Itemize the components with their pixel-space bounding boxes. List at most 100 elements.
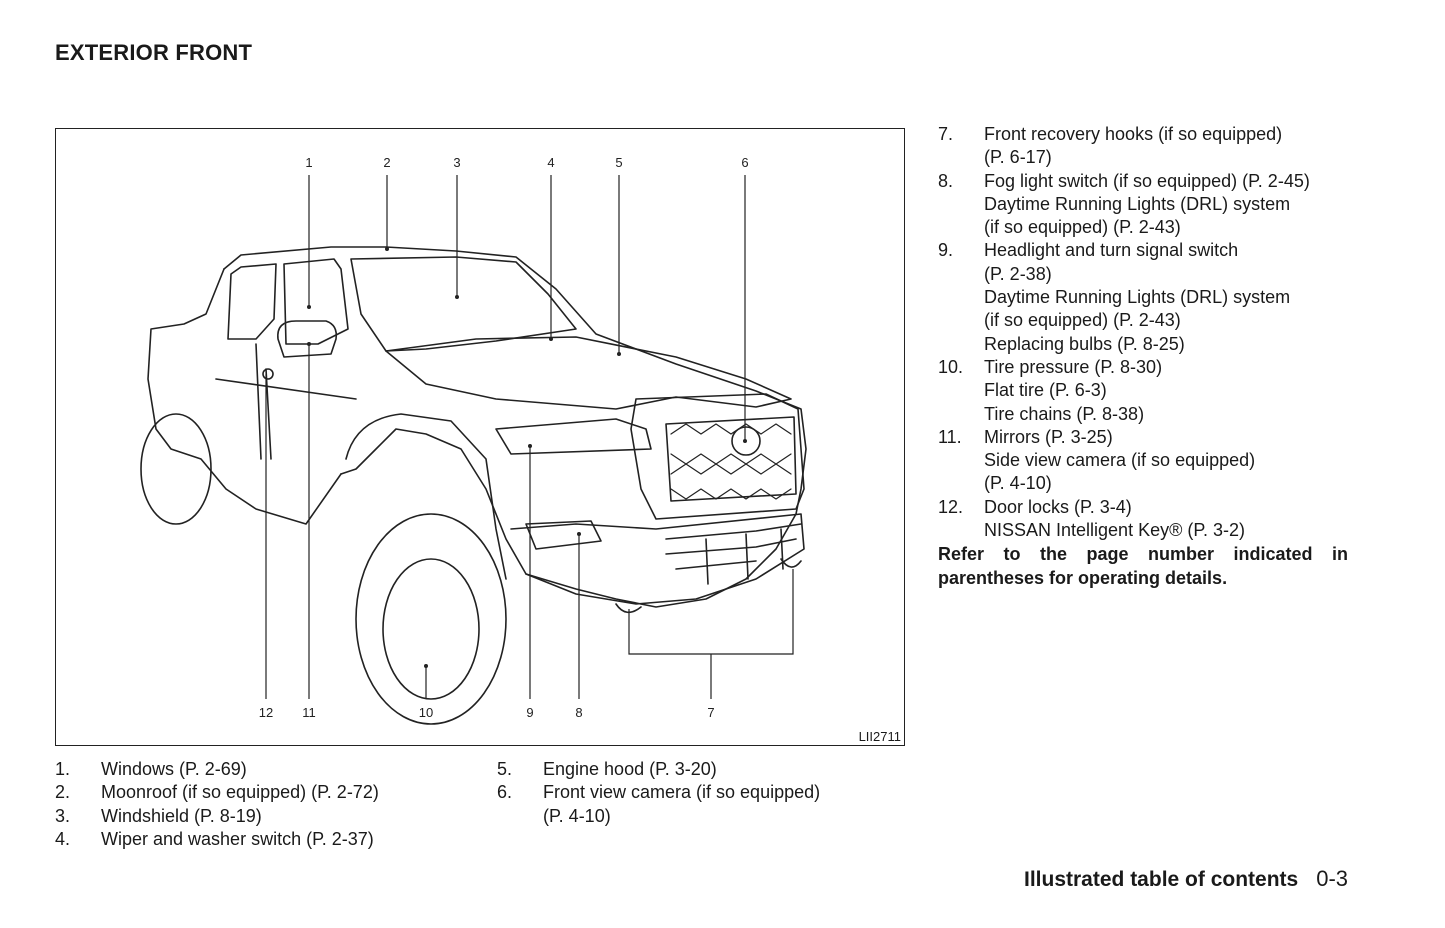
legend-column-middle: 5. Engine hood (P. 3-20) 6. Front view came…: [497, 758, 820, 828]
callout-7: 7: [707, 705, 714, 720]
lower-grille: [665, 523, 802, 585]
legend-item-number: [938, 146, 984, 169]
legend-item-number: 10.: [938, 356, 964, 377]
legend-item-text: Windshield (P. 8-19): [101, 805, 262, 826]
page-title: EXTERIOR FRONT: [55, 40, 253, 65]
grille-frame: [630, 393, 805, 520]
legend-item-number: 4.: [55, 828, 71, 849]
legend-item-text: Side view camera (if so equipped): [984, 450, 1256, 471]
callout-10: 10: [419, 705, 433, 720]
fog-light: [525, 520, 602, 550]
legend-item-text: (P. 4-10): [984, 473, 1052, 494]
legend-item-line: 7. Front recovery hooks (if so equipped): [938, 123, 1348, 146]
legend-item-line: (P. 2-38): [938, 263, 1348, 286]
legend-item-text: Moonroof (if so equipped) (P. 2-72): [101, 782, 379, 803]
operating-note: Refer to the page number indicated in pa…: [938, 544, 1348, 588]
callout-8: 8: [575, 705, 582, 720]
figure-id: LII2711: [858, 729, 901, 744]
legend-item-line: 6. Front view camera (if so equipped): [497, 781, 820, 804]
legend-item-number: [938, 216, 984, 239]
legend-item-text: Fog light switch (if so equipped) (P. 2-…: [984, 170, 1310, 191]
legend-item-line: 10. Tire pressure (P. 8-30): [938, 356, 1348, 379]
legend-item-number: 8.: [938, 170, 954, 191]
front-window: [283, 258, 349, 345]
legend-item-text: Tire pressure (P. 8-30): [984, 356, 1163, 377]
legend-item-line: 9. Headlight and turn signal switch: [938, 239, 1348, 262]
legend-item-number: 1.: [55, 759, 71, 779]
callout-9: 9: [526, 705, 533, 720]
legend-item-text: (P. 6-17): [984, 147, 1052, 168]
legend-item-line: (if so equipped) (P. 2-43): [938, 216, 1348, 239]
legend-item-text: Front recovery hooks (if so equipped): [984, 124, 1283, 144]
cab-outline: [223, 246, 807, 608]
rear-tire: [140, 413, 212, 525]
windshield-outline: [350, 256, 577, 352]
legend-item-number: [938, 403, 984, 426]
legend-column-left: 1. Windows (P. 2-69) 2. Moonroof (if so equ…: [55, 758, 379, 851]
legend-item-line: Side view camera (if so equipped): [938, 449, 1348, 472]
callout-2: 2: [383, 155, 390, 170]
legend-item-number: [938, 263, 984, 286]
legend-item-line: Replacing bulbs (P. 8-25): [938, 333, 1348, 356]
legend-item-text: Front view camera (if so equipped): [543, 782, 821, 803]
legend-item-text: (if so equipped) (P. 2-43): [984, 217, 1181, 238]
legend-item-number: [938, 309, 984, 332]
legend-item-number: 6.: [497, 782, 513, 803]
legend-item-text: Flat tire (P. 6-3): [984, 380, 1107, 401]
legend-item-number: [938, 519, 984, 542]
front-camera-emblem: [731, 426, 761, 456]
legend-item-number: [938, 333, 984, 356]
legend-item-line: 8. Fog light switch (if so equipped) (P. …: [938, 170, 1348, 193]
legend-item-text: Door locks (P. 3-4): [984, 496, 1132, 517]
headlight: [495, 418, 652, 455]
legend-item-text: Engine hood (P. 3-20): [543, 759, 717, 779]
door-lines: [215, 343, 357, 460]
page-number: 0-3: [1316, 866, 1348, 891]
callout-4: 4: [547, 155, 554, 170]
legend-item-text: Daytime Running Lights (DRL) system: [984, 193, 1291, 214]
legend-item-text: Wiper and washer switch (P. 2-37): [101, 828, 374, 849]
legend-item-line: 11.Mirrors (P. 3-25): [938, 426, 1348, 449]
callout-3: 3: [453, 155, 460, 170]
legend-item-text: Replacing bulbs (P. 8-25): [984, 333, 1185, 354]
legend-item-line: 4. Wiper and washer switch (P. 2-37): [55, 828, 379, 851]
legend-item-text: (P. 4-10): [543, 805, 611, 826]
callout-1: 1: [305, 155, 312, 170]
legend-item-text: Mirrors (P. 3-25): [984, 426, 1113, 447]
legend-column-right: 7. Front recovery hooks (if so equipped) (…: [938, 123, 1348, 542]
wheel-arch: [345, 413, 507, 580]
legend-item-number: 3.: [55, 805, 71, 826]
grille-pattern: [670, 423, 792, 500]
legend-item-line: Daytime Running Lights (DRL) system: [938, 286, 1348, 309]
page-footer: Illustrated table of contents 0-3: [1024, 866, 1348, 892]
legend-item-number: 7.: [938, 124, 954, 144]
recovery-hooks: [615, 558, 802, 614]
legend-item-number: 5.: [497, 759, 513, 779]
bumper: [510, 513, 805, 605]
legend-item-number: 12.: [938, 496, 964, 517]
legend-item-line: 2. Moonroof (if so equipped) (P. 2-72): [55, 781, 379, 804]
front-tire: [355, 513, 507, 725]
legend-item-line: (P. 4-10): [497, 805, 820, 828]
front-rim: [382, 558, 480, 700]
legend-item-line: (if so equipped) (P. 2-43): [938, 309, 1348, 332]
legend-item-number: 2.: [55, 782, 71, 803]
legend-item-text: Headlight and turn signal switch: [984, 240, 1239, 261]
bed-outline: [147, 268, 342, 525]
legend-item-line: (P. 6-17): [938, 146, 1348, 169]
legend-item-number: [938, 286, 984, 309]
legend-item-line: Flat tire (P. 6-3): [938, 379, 1348, 402]
legend-item-number: [938, 449, 984, 472]
legend-item-line: NISSAN Intelligent Key® (P. 3-2): [938, 519, 1348, 542]
callout-11: 11: [302, 705, 316, 720]
legend-item-number: [938, 472, 984, 495]
legend-item-text: Windows (P. 2-69): [101, 759, 247, 779]
legend-item-line: 3. Windshield (P. 8-19): [55, 805, 379, 828]
legend-item-number: [497, 805, 543, 828]
truck-illustration: 1 2 3 4 5 6 7 8 9 10 11 12 LII2711: [55, 128, 905, 746]
legend-item-line: 12. Door locks (P. 3-4): [938, 496, 1348, 519]
mirror-outline: [277, 320, 338, 358]
legend-item-number: [938, 193, 984, 216]
legend-item-number: 9.: [938, 240, 954, 261]
legend-item-text: NISSAN Intelligent Key® (P. 3-2): [984, 520, 1246, 541]
